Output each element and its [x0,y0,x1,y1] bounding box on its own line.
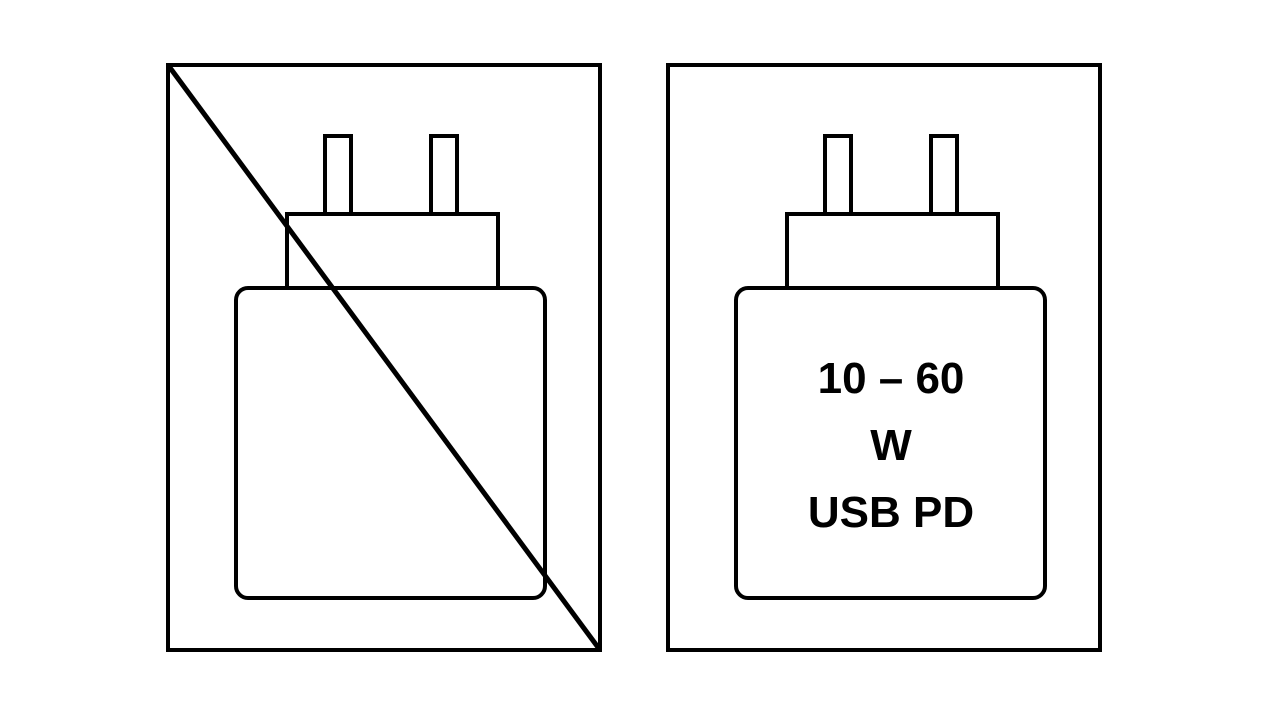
wattage-unit-text: W [870,421,912,470]
charger-neck [285,212,500,290]
charger-neck [785,212,1000,290]
prong-left [823,134,853,218]
charger-body [734,286,1047,600]
cross-out-line [165,63,603,652]
wattage-range-text: 10 – 60 [817,354,965,403]
usb-pd-text: USB PD [807,488,975,537]
prong-right [429,134,459,218]
panel-no-charger [165,63,603,652]
panel-usb-pd-charger [666,63,1102,652]
charger-spec-label: 10 – 60 W USB PD [737,345,1045,546]
prong-right [929,134,959,218]
prong-left [323,134,353,218]
charger-body [234,286,547,600]
